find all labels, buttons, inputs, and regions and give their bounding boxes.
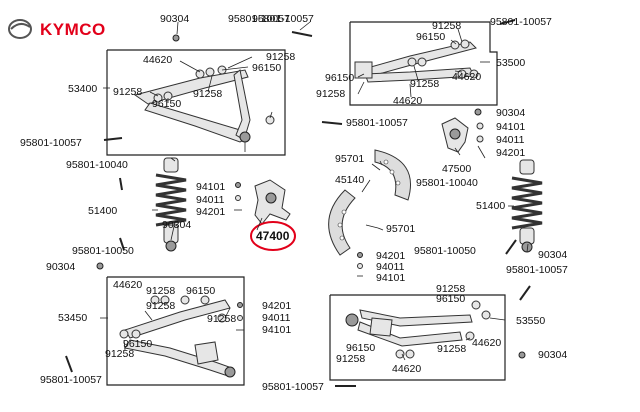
right-shock-absorber xyxy=(511,159,543,253)
label-94011: 94011 xyxy=(376,261,405,273)
label-51400: 51400 xyxy=(476,200,505,212)
label-44620: 44620 xyxy=(452,71,481,83)
label-91258: 91258 xyxy=(336,353,365,365)
label-94011: 94011 xyxy=(496,134,525,146)
upper-left-arm-box xyxy=(106,49,286,156)
label-53400: 53400 xyxy=(68,83,97,95)
label-95801-10057: 95801-10057 xyxy=(40,374,102,386)
label-95801-10050: 95801-10050 xyxy=(414,245,476,257)
label-91258: 91258 xyxy=(113,86,142,98)
label-91258: 91258 xyxy=(193,88,222,100)
label-94011: 94011 xyxy=(196,194,225,206)
label-94011: 94011 xyxy=(262,312,291,324)
label-96150: 96150 xyxy=(252,62,281,74)
label-95801-10057: 95801-10057 xyxy=(252,13,314,25)
label-91258: 91258 xyxy=(432,20,461,32)
label-94101: 94101 xyxy=(376,272,405,284)
label-44620: 44620 xyxy=(393,95,422,107)
label-45140: 45140 xyxy=(335,174,364,186)
label-94101: 94101 xyxy=(496,121,525,133)
label-96150: 96150 xyxy=(123,338,152,350)
lower-right-arm-box xyxy=(329,294,506,381)
label-91258: 91258 xyxy=(266,51,295,63)
label-47500: 47500 xyxy=(442,163,471,175)
label-95801-10040: 95801-10040 xyxy=(416,177,478,189)
label-95801-10057: 95801-10057 xyxy=(262,381,324,393)
label-95701: 95701 xyxy=(335,153,364,165)
label-90304: 90304 xyxy=(496,107,525,119)
upper-right-a-arm xyxy=(354,39,479,83)
label-91258: 91258 xyxy=(146,285,175,297)
label-95701: 95701 xyxy=(386,223,415,235)
label-91258: 91258 xyxy=(207,313,236,325)
label-95801-10057: 95801-10057 xyxy=(346,117,408,129)
lower-left-arm-box xyxy=(106,276,245,386)
lower-right-a-arm xyxy=(345,300,491,359)
hardware-items xyxy=(65,19,531,387)
label-90304: 90304 xyxy=(160,13,189,25)
label-95801-10057: 95801-10057 xyxy=(228,13,290,25)
part-labels: 90304 95801-10057 44620 91258 96150 5340… xyxy=(20,13,568,393)
label-95801-10057: 95801-10057 xyxy=(506,264,568,276)
label-96150: 96150 xyxy=(416,31,445,43)
left-steering-knuckle xyxy=(254,179,291,225)
upper-right-arm-box xyxy=(349,21,498,106)
label-53550: 53550 xyxy=(516,315,545,327)
leader-lines xyxy=(100,21,529,361)
label-91258: 91258 xyxy=(105,348,134,360)
label-94201: 94201 xyxy=(376,250,405,262)
upper-left-a-arm xyxy=(133,65,275,152)
label-53450: 53450 xyxy=(58,312,87,324)
label-90304: 90304 xyxy=(538,249,567,261)
label-95801-10057: 95801-10057 xyxy=(20,137,82,149)
lower-left-a-arm xyxy=(119,295,236,378)
label-96150: 96150 xyxy=(325,72,354,84)
label-91258: 91258 xyxy=(146,300,175,312)
label-96150: 96150 xyxy=(152,98,181,110)
brand-name: KYMCO xyxy=(40,20,106,39)
label-44620: 44620 xyxy=(113,279,142,291)
label-91258: 91258 xyxy=(410,78,439,90)
brake-disc-upper xyxy=(374,149,412,201)
label-90304: 90304 xyxy=(162,219,191,231)
label-95801-10057: 95801-10057 xyxy=(490,16,552,28)
label-44620: 44620 xyxy=(143,54,172,66)
label-96150: 96150 xyxy=(346,342,375,354)
label-94101: 94101 xyxy=(262,324,291,336)
label-94201: 94201 xyxy=(262,300,291,312)
left-shock-absorber xyxy=(155,157,187,252)
label-96150: 96150 xyxy=(436,293,465,305)
right-steering-knuckle xyxy=(441,117,469,153)
highlight-ring xyxy=(250,221,296,251)
label-53500: 53500 xyxy=(496,57,525,69)
label-44620: 44620 xyxy=(392,363,421,375)
label-90304: 90304 xyxy=(46,261,75,273)
label-94201: 94201 xyxy=(196,206,225,218)
logo-swirl-icon xyxy=(8,19,32,39)
label-96150: 96150 xyxy=(186,285,215,297)
brake-disc-lower xyxy=(328,189,356,256)
label-91258: 91258 xyxy=(436,283,465,295)
label-94201: 94201 xyxy=(496,147,525,159)
label-44620: 44620 xyxy=(472,337,501,349)
kymco-logo: KYMCO xyxy=(8,19,106,39)
label-90304: 90304 xyxy=(538,349,567,361)
label-47400: 47400 xyxy=(256,229,290,243)
label-95801-10040: 95801-10040 xyxy=(66,159,128,171)
label-91258: 91258 xyxy=(316,88,345,100)
label-95801-10050: 95801-10050 xyxy=(72,245,134,257)
label-91258: 91258 xyxy=(437,343,466,355)
label-94101: 94101 xyxy=(196,181,225,193)
label-51400: 51400 xyxy=(88,205,117,217)
